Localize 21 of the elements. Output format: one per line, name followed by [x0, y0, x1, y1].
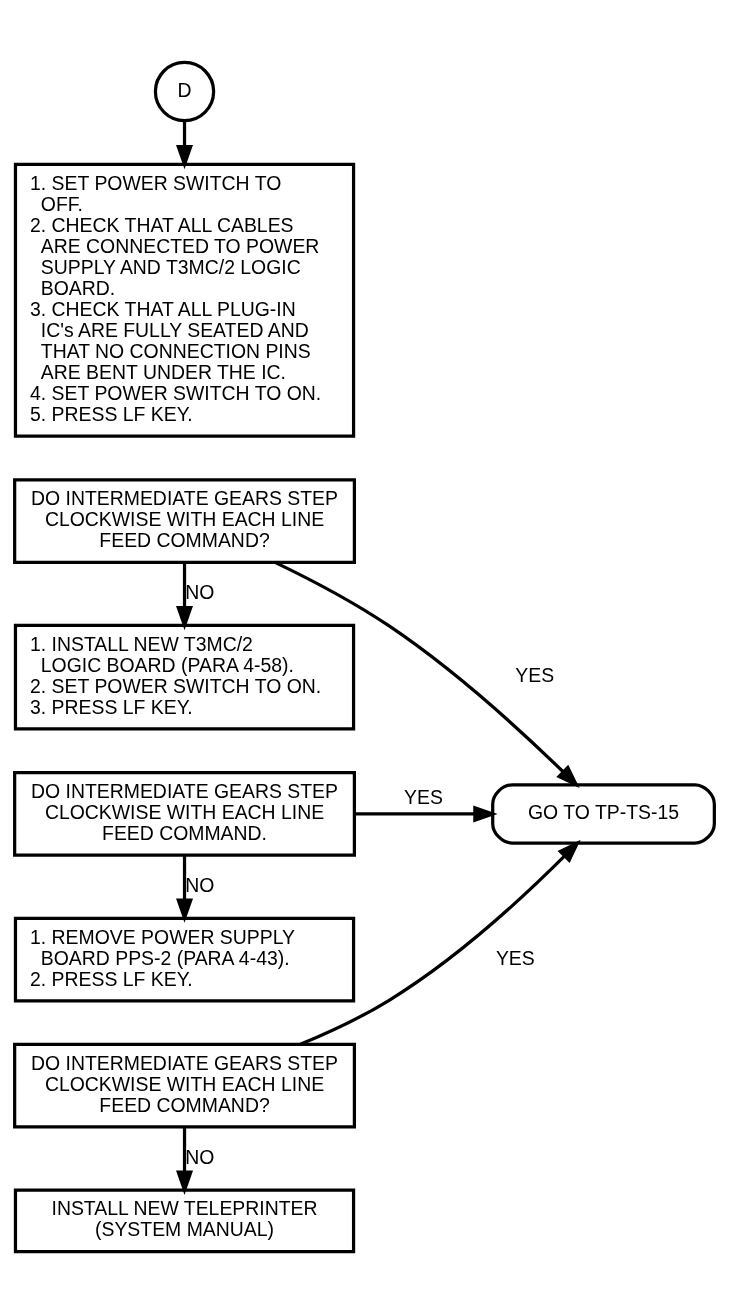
- arrow: [176, 855, 194, 923]
- arrow: [299, 839, 581, 1046]
- node-circle: D: [153, 60, 216, 123]
- arrow: [354, 805, 498, 823]
- node-box: DO INTERMEDIATE GEARS STEP CLOCKWISE WITH EACH LINE FEED COMMAND.: [13, 771, 356, 857]
- arrow: [176, 562, 194, 631]
- edge-label: NO: [185, 1145, 215, 1168]
- arrow: [176, 1127, 194, 1195]
- edge-label: NO: [185, 873, 215, 896]
- node-box: 1. REMOVE POWER SUPPLY BOARD PPS-2 (PARA 4-43). 2. PRESS LF KEY.: [13, 916, 356, 1003]
- node-box: DO INTERMEDIATE GEARS STEP CLOCKWISE WITH EACH LINE FEED COMMAND?: [13, 478, 356, 564]
- node-box: 1. SET POWER SWITCH TO OFF. 2. CHECK THAT ALL CABLES ARE CONNECTED TO POWER SUPPLY AND T3MC/2 LOGIC BOARD. 3. CHECK THAT ALL PLUG-IN IC's ARE FULLY SEATED AND THAT NO CONNECTION PINS ARE BENT UNDER THE IC. 4. SET POWER SWITCH TO ON. 5. PRESS LF KEY.: [13, 162, 356, 438]
- arrow: [176, 120, 194, 170]
- edge-label: YES: [515, 664, 555, 687]
- edge-label: YES: [495, 946, 535, 969]
- node-box: DO INTERMEDIATE GEARS STEP CLOCKWISE WITH EACH LINE FEED COMMAND?: [13, 1042, 356, 1129]
- edge-label: NO: [185, 580, 215, 603]
- node-box: 1. INSTALL NEW T3MC/2 LOGIC BOARD (PARA 4-58). 2. SET POWER SWITCH TO ON. 3. PRESS LF KEY.: [13, 623, 356, 731]
- node-box: INSTALL NEW TELEPRINTER (SYSTEM MANUAL): [13, 1188, 356, 1254]
- edge-label: YES: [404, 785, 443, 808]
- node-box: GO TO TP-TS-15: [491, 783, 716, 845]
